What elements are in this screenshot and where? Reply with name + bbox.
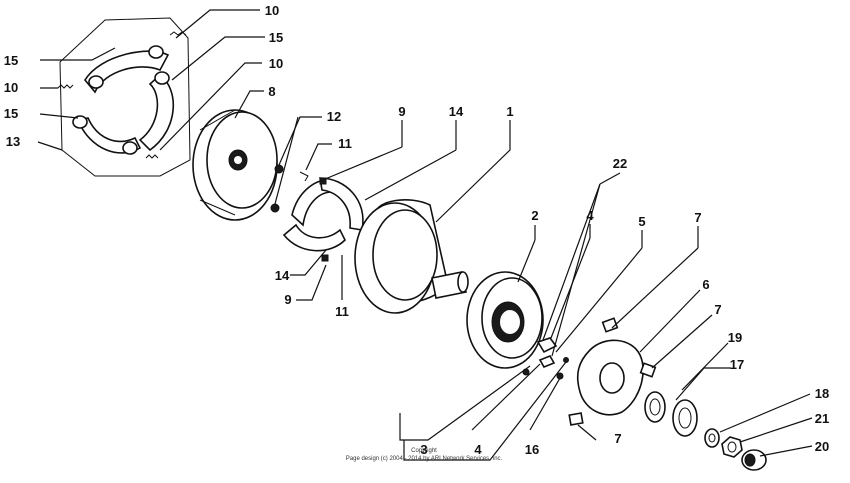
callout-4: 4 — [586, 208, 594, 223]
copyright-text: Page design (c) 2004 - 2014 by ARI Netwo… — [346, 456, 503, 462]
part-20-cap-nut — [741, 449, 767, 471]
part-19-washer — [644, 391, 666, 423]
callout-2: 2 — [531, 208, 538, 223]
callout-10: 10 — [4, 80, 18, 95]
part-17-washer — [672, 399, 698, 437]
callout-14: 14 — [449, 104, 464, 119]
callout-20: 20 — [815, 439, 829, 454]
callout-4: 4 — [474, 442, 482, 457]
callout-22: 22 — [613, 156, 627, 171]
part-2-clutch-housing — [466, 271, 544, 369]
part-1-clutch-drum — [354, 199, 469, 314]
callout-9: 9 — [284, 292, 291, 307]
part-18-spacer — [704, 428, 720, 448]
callout-14: 14 — [275, 268, 290, 283]
callout-21: 21 — [815, 411, 829, 426]
callout-10: 10 — [269, 56, 283, 71]
callout-10: 10 — [265, 3, 279, 18]
callout-7: 7 — [714, 302, 721, 317]
parts-small-hardware — [522, 337, 569, 380]
part-12-bolts — [270, 164, 309, 213]
copyright-label: Copyright — [411, 448, 437, 454]
callout-12: 12 — [327, 109, 341, 124]
part-14-brake-shoes — [282, 177, 364, 262]
leader-lines — [37, 9, 813, 461]
callout-16: 16 — [525, 442, 539, 457]
callout-11: 11 — [335, 304, 349, 319]
callout-labels: 10 15 15 10 10 8 15 13 12 9 14 1 11 22 2… — [4, 3, 829, 457]
callout-18: 18 — [815, 386, 829, 401]
inset-brake-shoe-panel — [57, 17, 191, 177]
callout-15: 15 — [4, 106, 18, 121]
callout-6: 6 — [702, 277, 709, 292]
callout-7: 7 — [614, 431, 621, 446]
callout-17: 17 — [730, 357, 744, 372]
callout-13: 13 — [6, 134, 20, 149]
part-6-clutch-spider — [568, 317, 657, 426]
callout-15: 15 — [4, 53, 18, 68]
callout-5: 5 — [638, 214, 645, 229]
copyright-footer: Copyright Page design (c) 2004 - 2014 by… — [346, 448, 503, 462]
callout-9: 9 — [398, 104, 405, 119]
callout-11: 11 — [338, 136, 352, 151]
callout-15: 15 — [269, 30, 283, 45]
callout-3: 3 — [420, 442, 427, 457]
callout-8: 8 — [268, 84, 275, 99]
part-21-nut — [721, 436, 743, 458]
callout-19: 19 — [728, 330, 742, 345]
part-8-drum-plate — [192, 109, 278, 221]
callout-1: 1 — [506, 104, 513, 119]
callout-7: 7 — [694, 210, 701, 225]
